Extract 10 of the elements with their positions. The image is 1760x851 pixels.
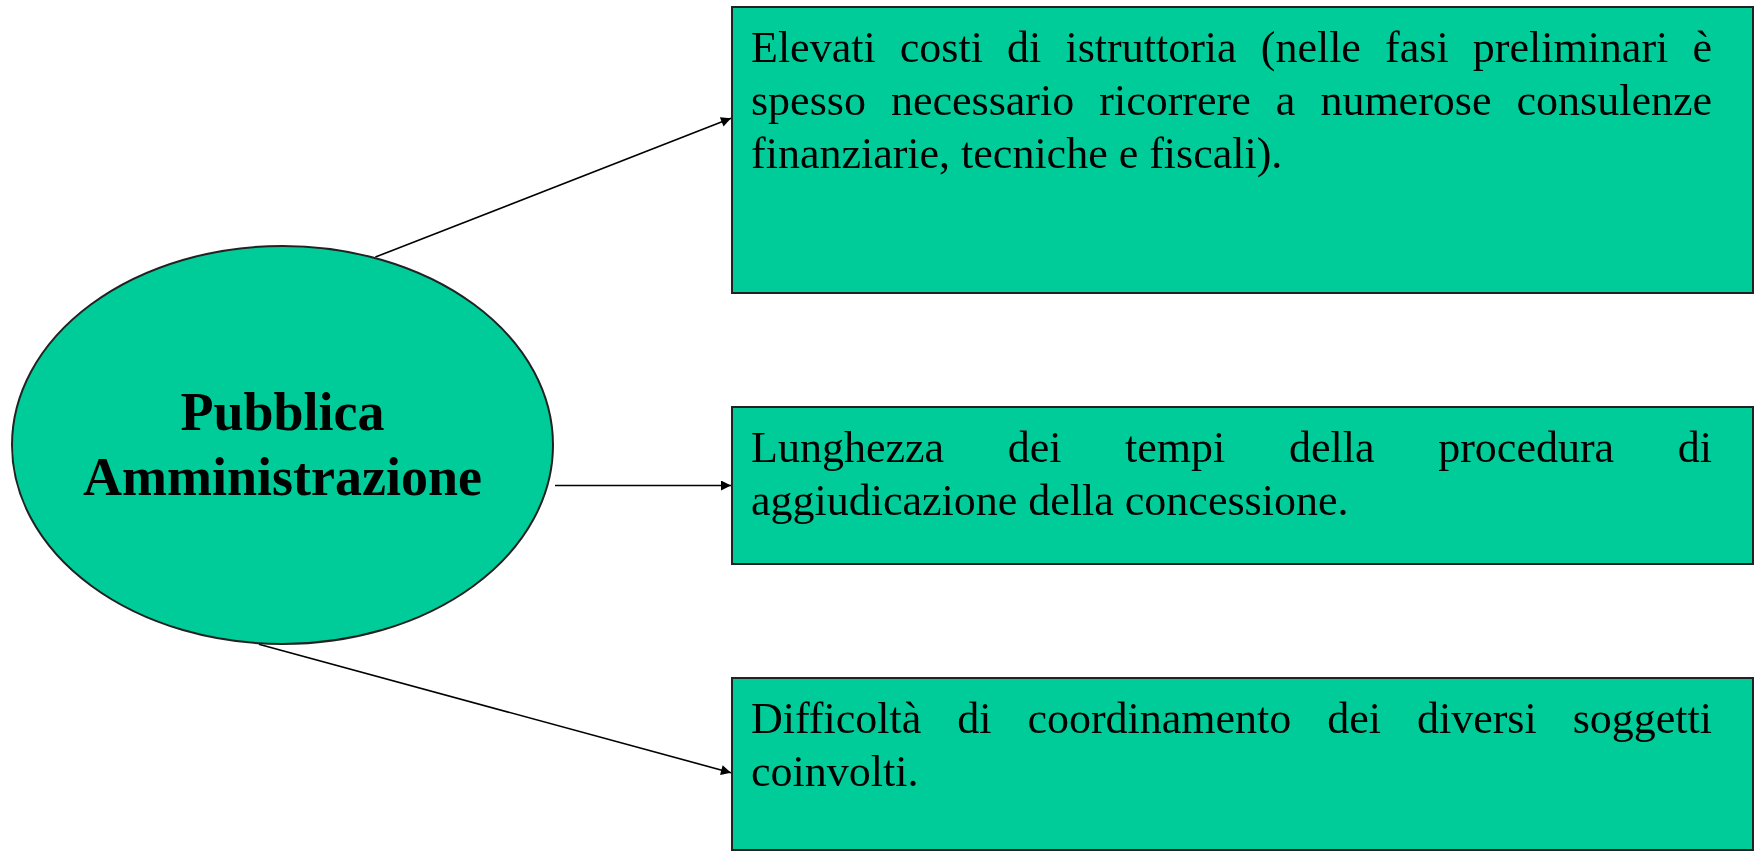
arrow	[554, 480, 732, 491]
text-box	[731, 406, 1754, 565]
box-text: Difficoltà di coordinamento dei diversi soggetti coinvolti.	[750, 693, 1713, 798]
arrow	[374, 117, 732, 258]
arrow	[258, 643, 732, 775]
text-box	[731, 6, 1754, 294]
node-title: Pubblica Amministrazione	[82, 381, 483, 509]
box-text: Lunghezza dei tempi della procedura di aggiudicazione della concessione.	[750, 422, 1713, 527]
text-box	[731, 677, 1754, 851]
box-text: Elevati costi di istruttoria (nelle fasi preliminari è spesso necessario ricorrere a numerose consulenze finanziarie, tecniche e fiscali).	[750, 22, 1713, 180]
